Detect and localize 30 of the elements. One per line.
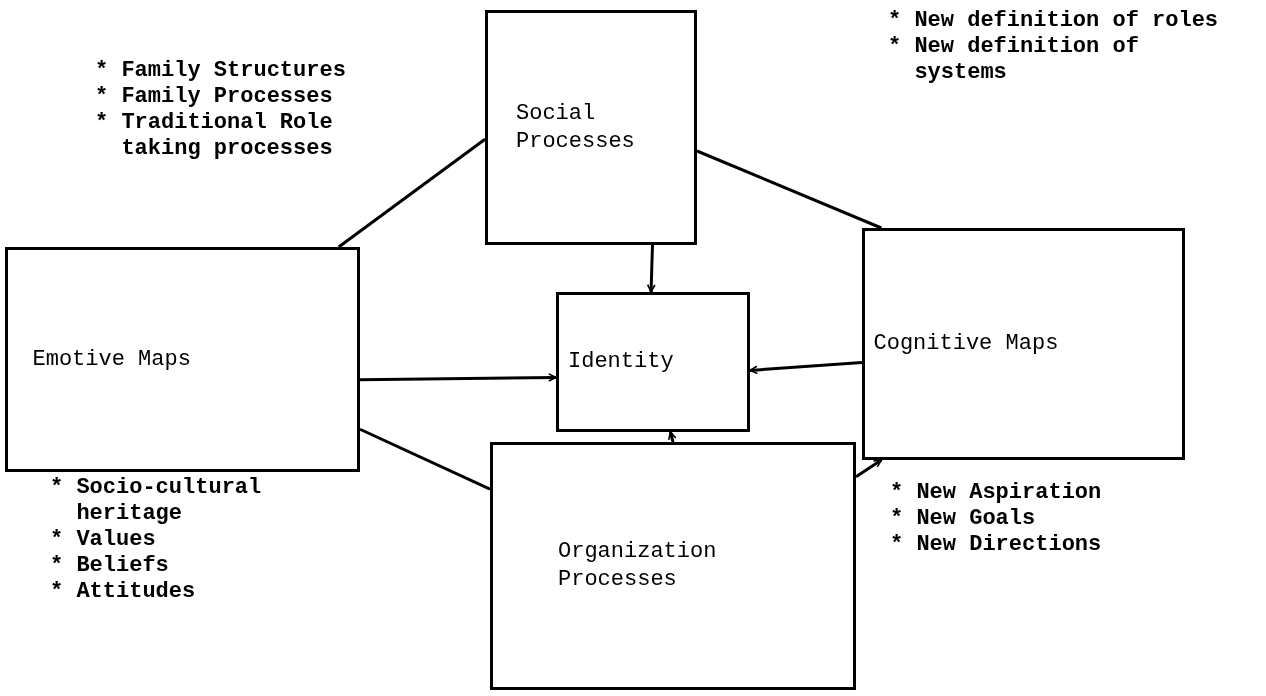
bullet-item: * Values bbox=[50, 527, 157, 553]
connector-line bbox=[696, 149, 882, 230]
process-box bbox=[862, 228, 1185, 460]
box-label: Organization Processes bbox=[558, 538, 718, 594]
process-box bbox=[556, 292, 750, 432]
box-label: Emotive Maps bbox=[32, 345, 192, 374]
process-box bbox=[490, 442, 856, 690]
bullet-item: * Family Processes bbox=[95, 84, 334, 110]
arrow bbox=[749, 361, 863, 375]
box-label: Identity bbox=[568, 348, 675, 376]
connector-line bbox=[359, 427, 491, 491]
bullet-item: * Beliefs bbox=[50, 553, 170, 579]
bullet-item: * New definition of systems bbox=[888, 34, 1140, 86]
arrow bbox=[646, 244, 656, 293]
bullet-item: * New Aspiration bbox=[890, 480, 1103, 506]
bullet-item: * Family Structures bbox=[95, 58, 347, 84]
bullet-item: * Traditional Role taking processes bbox=[95, 110, 334, 162]
connector-line bbox=[337, 138, 486, 249]
arrow bbox=[359, 373, 557, 382]
box-label: Cognitive Maps bbox=[873, 330, 1060, 358]
bullet-item: * Attitudes bbox=[50, 579, 197, 605]
bullet-item: * New Directions bbox=[890, 532, 1103, 558]
bullet-item: * New definition of roles bbox=[888, 8, 1220, 34]
process-box bbox=[5, 247, 360, 472]
box-label: Social Processes bbox=[516, 99, 636, 156]
bullet-item: * New Goals bbox=[890, 506, 1037, 532]
bullet-item: * Socio-cultural heritage bbox=[50, 475, 263, 527]
arrow bbox=[667, 431, 677, 443]
arrow bbox=[855, 458, 883, 478]
process-box bbox=[485, 10, 697, 245]
